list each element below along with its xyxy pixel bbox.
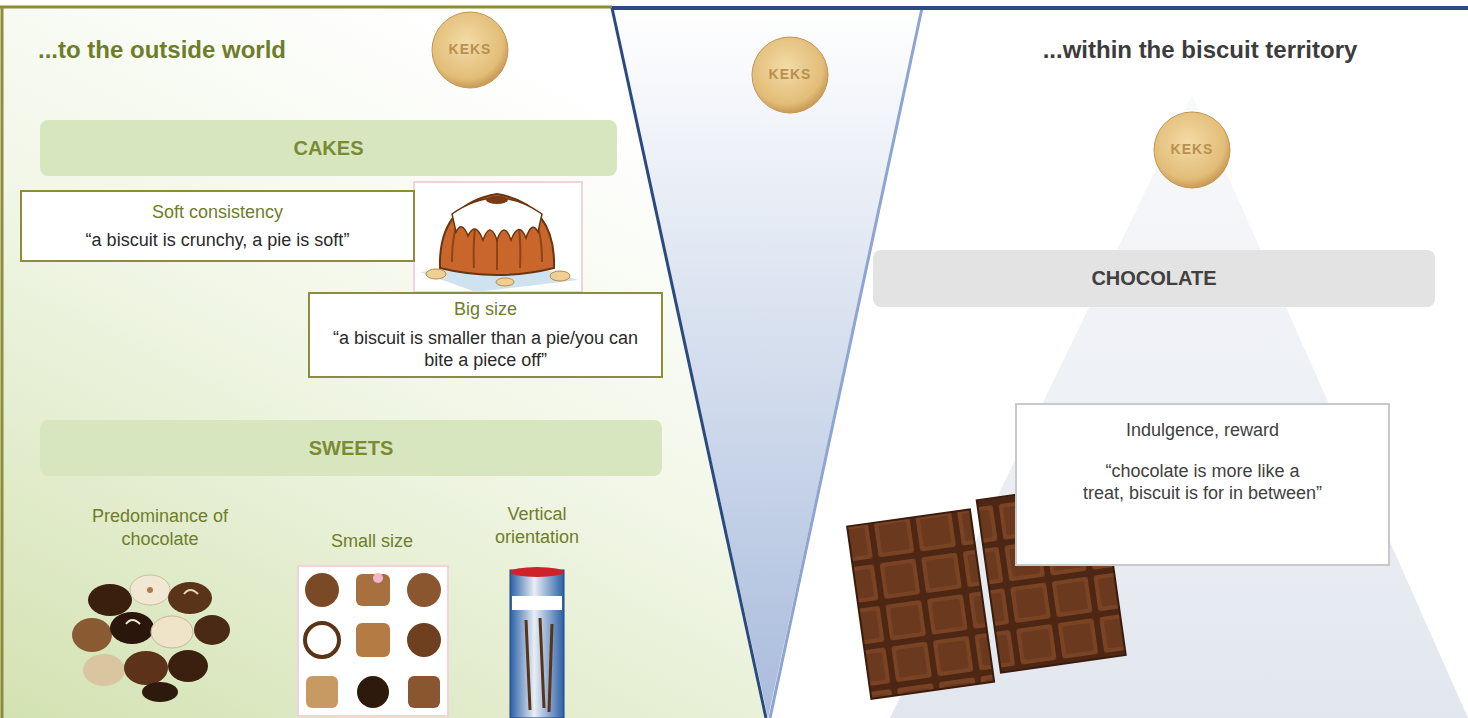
category-band: CAKES	[40, 120, 617, 176]
region-panel: ...to the outside worldCAKES Soft consist…	[0, 0, 766, 718]
box-quote: “a biscuit is crunchy, a pie is soft”	[86, 229, 350, 252]
region-background	[770, 0, 1468, 718]
tube-picture	[510, 567, 564, 718]
pralines-picture	[72, 575, 230, 702]
box-heading: Indulgence, reward	[1126, 419, 1279, 442]
cake-picture	[414, 182, 582, 292]
region-heading: ...to the outside world	[38, 36, 286, 64]
biscuit-imprint: KEKS	[755, 66, 825, 84]
box-heading: Big size	[454, 298, 517, 321]
category-band: CHOCOLATE	[873, 250, 1435, 307]
item-label: Predominance of chocolate	[55, 505, 265, 550]
biscuit-imprint: KEKS	[435, 41, 505, 59]
category-band: SWEETS	[40, 420, 662, 476]
small-sweets-picture	[298, 566, 448, 716]
item-label: Small size	[307, 530, 437, 553]
box-heading: Soft consistency	[152, 201, 283, 224]
box-quote: “chocolate is more like a treat, biscuit…	[1083, 460, 1323, 505]
box-quote: “a biscuit is smaller than a pie/you can…	[318, 327, 653, 372]
attribute-box: Indulgence, reward “chocolate is more lik…	[1015, 403, 1390, 566]
attribute-box: Big size “a biscuit is smaller than a pie…	[308, 292, 663, 378]
biscuit-imprint: KEKS	[1157, 141, 1227, 159]
region-panel: ...within the biscuit territoryCHOCOLATE…	[770, 0, 1468, 718]
region-heading: ...within the biscuit territory	[940, 36, 1460, 64]
top-border	[612, 6, 1468, 10]
attribute-box: Soft consistency “a biscuit is crunchy, a…	[20, 190, 415, 262]
item-label: Vertical orientation	[472, 503, 602, 548]
band-title: CHOCOLATE	[1091, 267, 1216, 290]
band-title: CAKES	[293, 137, 363, 160]
band-title: SWEETS	[309, 437, 393, 460]
